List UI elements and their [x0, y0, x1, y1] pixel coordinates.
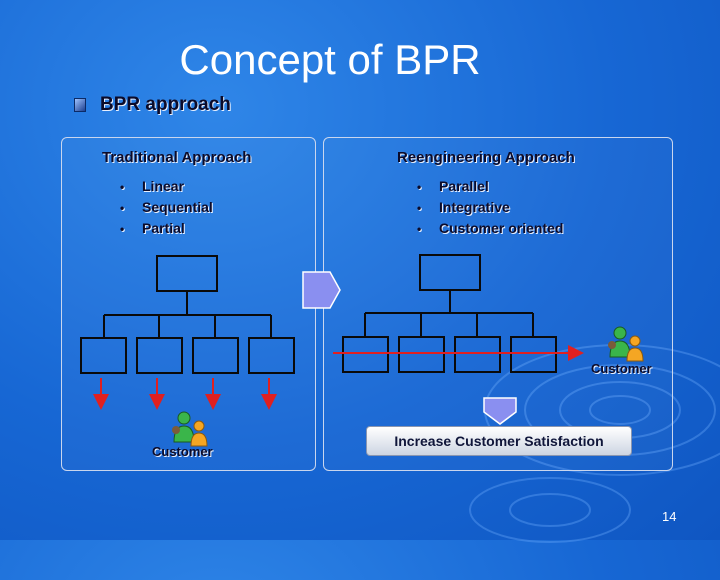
- reengineering-org-chart: [342, 254, 557, 373]
- list-item: •Partial: [120, 220, 185, 236]
- bullet-item: BPR approach: [74, 94, 231, 116]
- list-item: •Sequential: [120, 199, 213, 215]
- down-arrow-icon: [483, 397, 517, 425]
- traditional-heading: Traditional Approach: [102, 149, 252, 166]
- list-item: •Customer oriented: [417, 220, 564, 236]
- list-item: •Integrative: [417, 199, 510, 215]
- traditional-unit-box: [248, 337, 295, 374]
- traditional-top-box: [156, 255, 218, 292]
- traditional-red-arrows: [93, 378, 277, 410]
- reengineering-unit-box: [454, 336, 501, 373]
- reengineering-heading: Reengineering Approach: [397, 149, 575, 166]
- traditional-unit-box: [192, 337, 239, 374]
- satisfaction-box: Increase Customer Satisfaction: [366, 426, 632, 456]
- traditional-unit-box: [136, 337, 183, 374]
- transition-arrow-icon: [302, 271, 341, 309]
- customer-icon: [608, 326, 644, 362]
- traditional-customer-label: Customer: [152, 444, 213, 459]
- reengineering-list: •Parallel •Integrative •Customer oriente…: [417, 178, 563, 241]
- traditional-unit-box: [80, 337, 127, 374]
- bpr-diagram: [80, 254, 644, 447]
- reengineering-customer-label: Customer: [591, 361, 652, 376]
- traditional-org-chart: [80, 255, 295, 374]
- page-number: 14: [662, 509, 677, 524]
- customer-icon: [172, 411, 208, 447]
- reengineering-unit-box: [398, 336, 445, 373]
- slide-title: Concept of BPR: [179, 36, 481, 83]
- reengineering-unit-box: [510, 336, 557, 373]
- list-item: •Parallel: [417, 178, 489, 194]
- square-bullet-icon: [74, 98, 86, 112]
- list-item: •Linear: [120, 178, 185, 194]
- bullet-text: BPR approach: [100, 94, 231, 115]
- reengineering-unit-box: [342, 336, 389, 373]
- traditional-list: •Linear •Sequential •Partial: [120, 178, 213, 241]
- reengineering-top-box: [419, 254, 481, 291]
